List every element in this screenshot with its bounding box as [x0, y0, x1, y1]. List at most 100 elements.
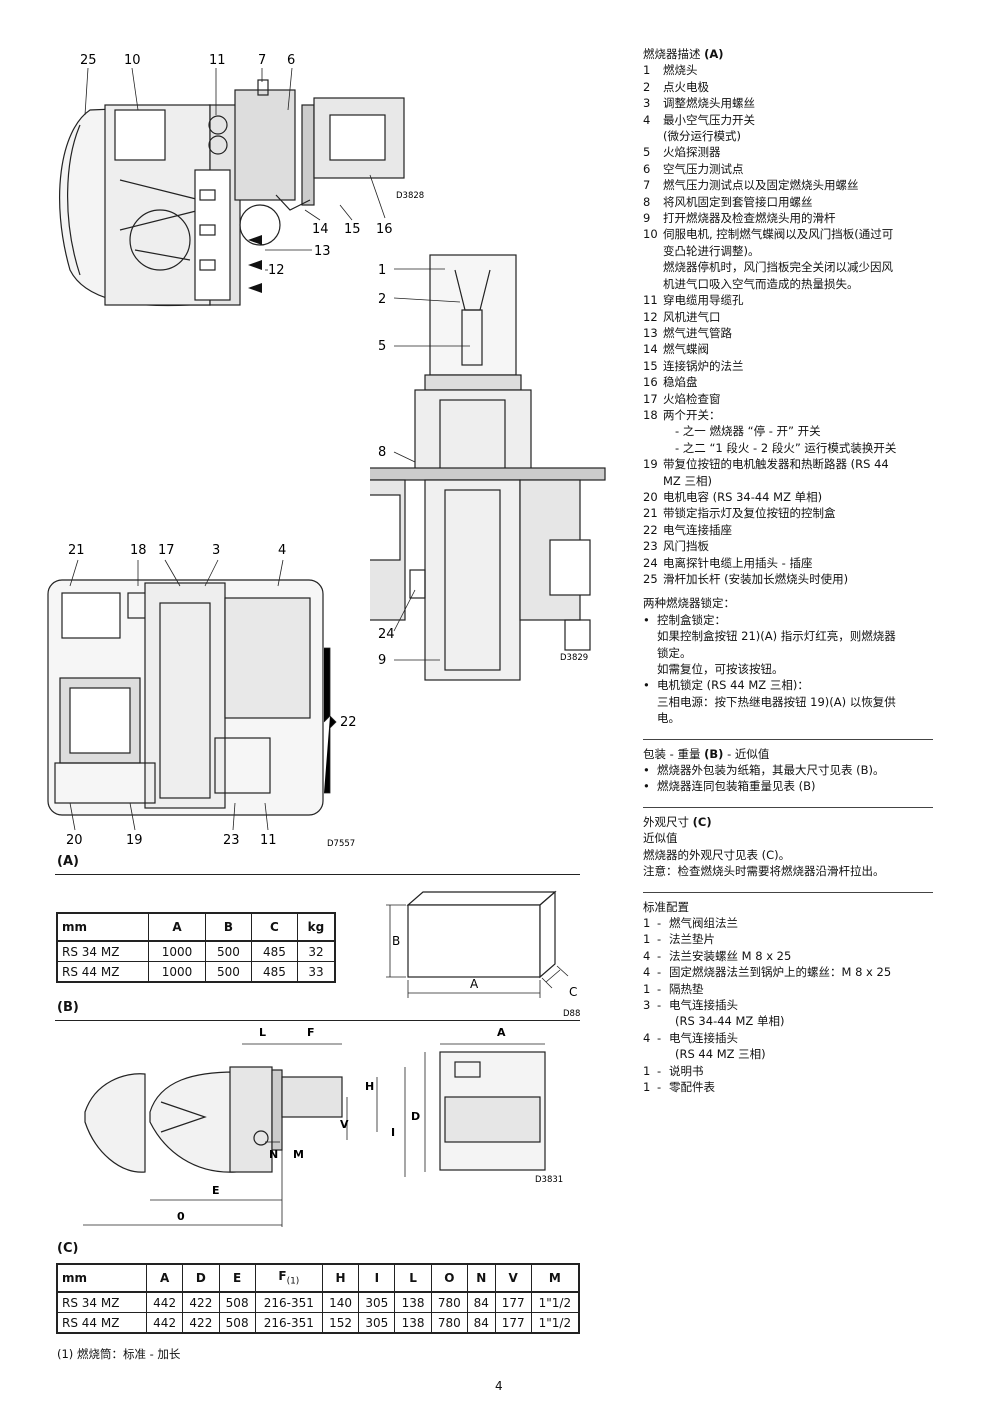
item-text: 调整燃烧头用螺丝: [663, 96, 755, 111]
item-number: [643, 276, 663, 292]
cell-kg: 33: [296, 961, 336, 983]
list-item: 1-法兰垫片: [643, 931, 933, 947]
header-m: M: [530, 1263, 580, 1293]
cell-m: 1"1/2: [530, 1291, 580, 1313]
item-text: 点火电极: [663, 79, 709, 94]
item-number: [643, 440, 663, 456]
cell-m: 1"1/2: [530, 1312, 580, 1334]
packaging-box-diagram: B A C D88: [380, 890, 585, 1020]
bullet: •: [643, 763, 650, 778]
dimensions-table-header: mm A D E F(1) H I L O N V M: [56, 1263, 580, 1293]
item-number: 10: [643, 227, 658, 242]
packaging-table-header: mm A B C kg: [56, 912, 336, 942]
item-text: 说明书: [669, 1063, 704, 1078]
cell-f: 216-351: [254, 1291, 323, 1313]
callout-3: 3: [212, 543, 220, 558]
item-number: 25: [643, 572, 658, 586]
item-text: 固定燃烧器法兰到锅炉上的螺丝：M 8 x 25: [669, 965, 892, 980]
header-f-letter: F: [278, 1269, 287, 1284]
item-quantity: [643, 1013, 657, 1029]
header-mm: mm: [56, 1263, 147, 1293]
callout-6: 6: [287, 53, 295, 68]
dimensions-title: 外观尺寸 (C): [643, 814, 933, 830]
item-number: [643, 423, 663, 439]
callout-23: 23: [223, 833, 240, 848]
list-item: 燃烧器停机时，风门挡板完全关闭以减少因风: [643, 259, 933, 275]
callout-5: 5: [378, 339, 386, 354]
callout-8: 8: [378, 445, 386, 460]
list-item: 1-零配件表: [643, 1079, 933, 1095]
item-text: 电气连接插头: [669, 997, 738, 1012]
item-number: 4: [643, 112, 651, 127]
item-text: 连接锅炉的法兰: [663, 358, 744, 373]
callout-18: 18: [130, 543, 147, 558]
callout-1: 1: [378, 263, 386, 278]
item-number: 9: [643, 211, 651, 226]
cell-l: 138: [394, 1291, 432, 1313]
item-text: 燃烧器连同包装箱重量见表 (B): [657, 779, 816, 794]
cell-a: 1000: [148, 961, 206, 983]
drawing-code-d7557: D7557: [327, 839, 355, 849]
header-o: O: [430, 1263, 468, 1293]
figure-a-box-view: 21 18 17 3 4 22 20 19 23 11 D7557: [40, 538, 370, 853]
callout-22: 22: [340, 715, 357, 730]
dash: -: [657, 981, 662, 996]
cell-a: 442: [145, 1312, 184, 1334]
list-item: MZ 三相): [643, 473, 933, 489]
packaging-title-ref: (B): [704, 746, 724, 761]
lockout-line: 如需复位，可按该按钮。: [657, 662, 784, 677]
packaging-list: •燃烧器外包装为纸箱，其最大尺寸见表 (B)。•燃烧器连同包装箱重量见表 (B): [643, 762, 933, 795]
bullet: •: [643, 779, 650, 794]
table-row: RS 44 MZ 442 422 508 216-351 152 305 138…: [56, 1312, 580, 1334]
item-text: 电机电容 (RS 34-44 MZ 单相): [663, 489, 823, 504]
cell-c: 485: [250, 940, 298, 962]
dimensions-line: 近似值: [643, 831, 678, 846]
item-text: 火焰探测器: [663, 145, 721, 160]
dim-o-label: 0: [177, 1210, 185, 1223]
item-text: 电气连接插座: [663, 522, 732, 537]
cell-o: 780: [430, 1291, 468, 1313]
figure-b-label: (B): [57, 1000, 79, 1015]
item-number: 21: [643, 506, 658, 521]
item-text: 法兰安装螺丝 M 8 x 25: [669, 948, 792, 963]
dimensions-table: mm A D E F(1) H I L O N V M RS 34 MZ 442…: [56, 1263, 580, 1334]
dim-a-label: A: [470, 977, 479, 991]
cell-a: 442: [145, 1291, 184, 1313]
dash: -: [657, 997, 662, 1012]
dimensions-line: 燃烧器的外观尺寸见表 (C)。: [643, 847, 791, 862]
lockout-lead: 电机锁定 (RS 44 MZ 三相)：: [657, 678, 809, 693]
item-text: (RS 44 MZ 三相): [675, 1047, 766, 1062]
drawing-code-d3831: D3831: [535, 1175, 563, 1185]
list-item: - 之一 燃烧器 “停 - 开” 开关: [643, 423, 933, 439]
item-text: 燃烧头: [663, 63, 698, 78]
callout-24: 24: [378, 627, 395, 642]
dim-e-label: E: [212, 1184, 220, 1197]
dimensions-drawing: L F A H V I D N M E 0 D3831: [83, 1026, 563, 1227]
callout-17: 17: [158, 543, 175, 558]
list-item: 机进气口吸入空气而造成的热量损失。: [643, 276, 933, 292]
header-f-note: (1): [286, 1276, 300, 1287]
list-item: - 之二 “1 段火 - 2 段火” 运行模式装换开关: [643, 440, 933, 456]
list-item: 4-法兰安装螺丝 M 8 x 25: [643, 948, 933, 964]
list-item: 4-电气连接插头: [643, 1030, 933, 1046]
standard-title: 标准配置: [643, 899, 689, 914]
item-text: 带锁定指示灯及复位按钮的控制盒: [663, 506, 836, 521]
list-item: 21 带锁定指示灯及复位按钮的控制盒: [643, 505, 933, 521]
dash: -: [657, 948, 662, 963]
header-v: V: [494, 1263, 532, 1293]
item-text: 两个开关：: [663, 407, 721, 422]
item-number: 1: [643, 63, 651, 78]
callout-4: 4: [278, 543, 286, 558]
item-number: 6: [643, 161, 651, 176]
cell-e: 508: [218, 1291, 256, 1313]
header-i: I: [358, 1263, 396, 1293]
item-number: [643, 473, 663, 489]
